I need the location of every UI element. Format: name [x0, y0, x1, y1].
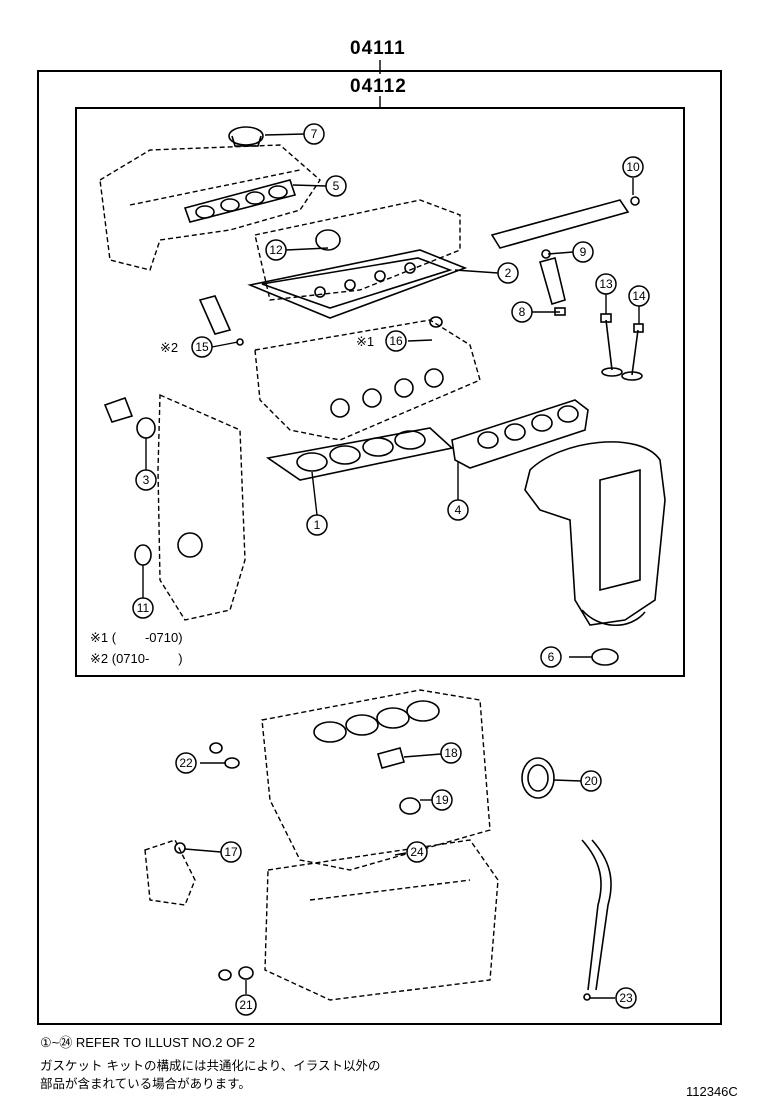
callout-16: 16 — [385, 330, 407, 352]
intake-manifold-gasket-drawing — [183, 179, 297, 223]
mark-16-note: ※1 — [356, 334, 374, 349]
callout-21: 21 — [235, 994, 257, 1016]
callout-20: 20 — [580, 770, 602, 792]
callout-19: 19 — [431, 789, 453, 811]
svg-text:4: 4 — [455, 503, 462, 517]
cylinder-head-drawing — [254, 316, 481, 441]
callout-17: 17 — [220, 841, 242, 863]
kit-inner-code: 04112 — [350, 76, 407, 97]
svg-text:15: 15 — [195, 340, 209, 354]
svg-text:8: 8 — [519, 305, 526, 319]
footer-japanese-line-1: ガスケット キットの構成には共通化により、イラスト以外の — [40, 1058, 381, 1073]
callout-6: 6 — [540, 646, 562, 668]
svg-text:16: 16 — [389, 334, 403, 348]
callout-15: 15 — [191, 336, 213, 358]
svg-text:14: 14 — [632, 289, 646, 303]
exhaust-gasket-ring-drawing — [591, 648, 619, 666]
cylinder-block-drawing — [261, 689, 491, 871]
illustration-code: 112346C — [686, 1084, 738, 1099]
head-cover-gasket-drawing — [247, 249, 468, 319]
timing-chain-cover-drawing — [103, 393, 246, 621]
callout-10: 10 — [622, 156, 644, 178]
svg-text:22: 22 — [179, 756, 193, 770]
callout-23: 23 — [615, 987, 637, 1009]
callout-2: 2 — [497, 262, 519, 284]
bolt-22-drawing — [209, 742, 240, 769]
callout-7: 7 — [303, 123, 325, 145]
svg-text:24: 24 — [410, 845, 424, 859]
svg-text:12: 12 — [269, 243, 283, 257]
svg-text:9: 9 — [580, 245, 587, 259]
fuel-rail-drawing — [490, 196, 640, 249]
callout-3: 3 — [135, 469, 157, 491]
svg-text:3: 3 — [143, 473, 150, 487]
callout-22: 22 — [175, 752, 197, 774]
callout-18: 18 — [440, 742, 462, 764]
cylinder-head-cover-drawing — [254, 199, 461, 301]
svg-text:10: 10 — [626, 160, 640, 174]
exhaust-manifold-drawing — [524, 441, 666, 626]
svg-text:13: 13 — [599, 277, 613, 291]
drain-plug-drawing — [218, 966, 254, 981]
kit-outer-code: 04111 — [350, 38, 406, 59]
injector-drawing — [539, 249, 566, 316]
water-pump-drawing — [144, 839, 196, 906]
svg-text:19: 19 — [435, 793, 449, 807]
svg-text:20: 20 — [584, 774, 598, 788]
cylinder-head-gasket-drawing — [265, 427, 454, 481]
svg-text:21: 21 — [239, 998, 253, 1012]
oil-filler-cap-drawing — [228, 126, 264, 147]
footer-refer-note: ①~㉔ REFER TO ILLUST NO.2 OF 2 — [40, 1035, 256, 1050]
svg-text:1: 1 — [314, 518, 321, 532]
applicability-note-2: ※2 (0710- ) — [90, 651, 183, 666]
callout-12: 12 — [265, 239, 287, 261]
intake-manifold-drawing — [99, 144, 321, 271]
callout-24: 24 — [406, 841, 428, 863]
applicability-note-1: ※1 ( -0710) — [90, 630, 183, 645]
svg-text:23: 23 — [619, 991, 633, 1005]
oil-seal-19-drawing — [399, 797, 421, 815]
svg-text:2: 2 — [505, 266, 512, 280]
callout-13: 13 — [595, 273, 617, 295]
callout-14: 14 — [628, 285, 650, 307]
svg-text:5: 5 — [333, 179, 340, 193]
svg-text:11: 11 — [137, 601, 150, 615]
sensor-18-drawing — [377, 747, 405, 769]
callout-1: 1 — [306, 514, 328, 536]
callout-11: 11 — [132, 597, 154, 619]
callout-9: 9 — [572, 241, 594, 263]
callout-4: 4 — [447, 499, 469, 521]
crank-seal-drawing — [521, 757, 555, 799]
callout-5: 5 — [325, 175, 347, 197]
svg-text:6: 6 — [548, 650, 555, 664]
footer-japanese-line-2: 部品が含まれている場合があります。 — [40, 1076, 251, 1091]
exhaust-manifold-gasket-drawing — [451, 399, 589, 469]
oil-pan-drawing — [264, 839, 499, 1001]
svg-text:17: 17 — [224, 845, 238, 859]
valve-drawing — [600, 313, 644, 381]
svg-text:18: 18 — [444, 746, 458, 760]
svg-text:7: 7 — [311, 127, 318, 141]
oil-dipstick-guide-drawing — [581, 839, 612, 1001]
callout-8: 8 — [511, 301, 533, 323]
mark-15-note: ※2 — [160, 340, 178, 355]
